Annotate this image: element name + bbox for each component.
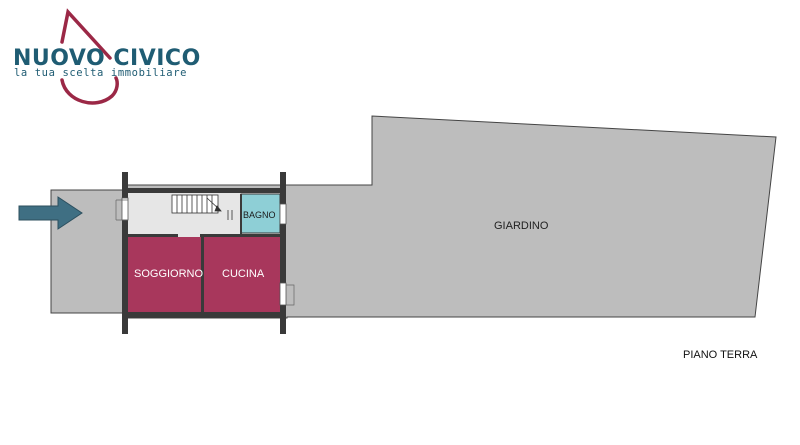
bathroom-room [240,193,281,234]
kitchen-room [204,236,280,312]
window-marks [121,197,287,306]
giardino-label: GIARDINO [494,220,549,232]
bagno-label: BAGNO [243,210,276,220]
logo-name: NUOVO CIVICO [13,46,201,71]
logo-tagline: la tua scelta immobiliare [14,67,188,79]
floor-label: PIANO TERRA [683,349,758,361]
door-swings [115,199,295,306]
entrance-arrow-icon [18,196,83,230]
cucina-label: CUCINA [222,268,265,280]
interior-walls [128,194,280,312]
exterior-walls [122,172,286,334]
logo-house-mark [60,8,119,105]
staircase [171,194,233,220]
soggiorno-label: SOGGIORNO [134,268,204,280]
living-room [128,236,202,312]
